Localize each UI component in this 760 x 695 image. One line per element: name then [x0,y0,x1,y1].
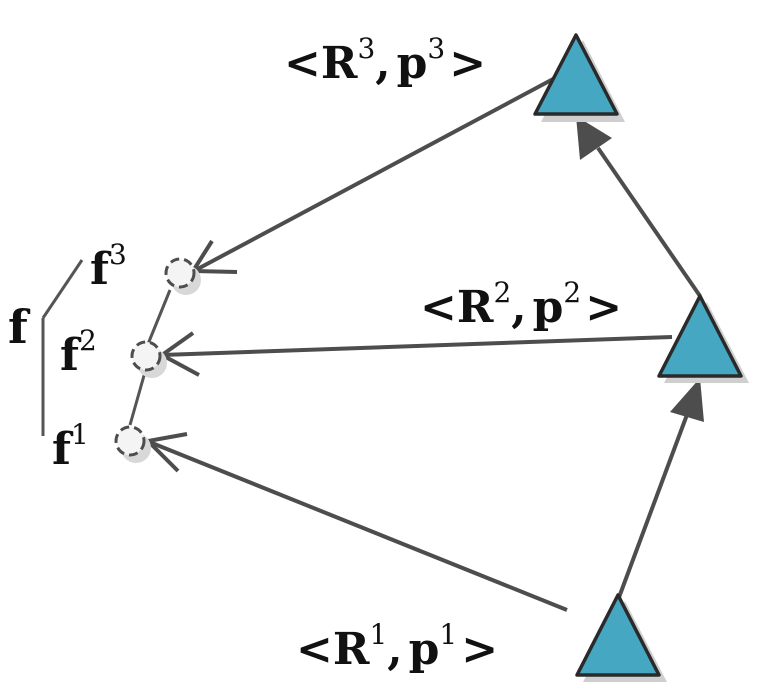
pose-to-feature-arrows [143,76,673,612]
tree-line-f-to-f3 [41,259,84,319]
pose-label-1: <R1,p1> [296,618,498,675]
feature-labels: f f3 f2 f1 [8,238,127,475]
arrow-pose2-to-f2 [161,335,673,357]
arrow-pose1-to-f1-head [143,432,188,473]
arrow-pose1-to-f1 [146,439,568,612]
pose-label-3: <R3,p3> [284,32,486,89]
pose-triangles [533,33,749,682]
pose-labels: <R3,p3> <R2,p2> <R1,p1> [284,32,622,675]
triangle-pose-3 [533,33,619,116]
arrow-pose3-to-f3 [191,76,556,274]
feature-label-1: f1 [52,418,89,475]
arrow-pose1-to-pose2-head [670,378,704,422]
feature-tree [41,259,172,436]
pose-label-2: <R2,p2> [420,276,622,333]
feature-label-3: f3 [90,238,127,295]
pose-chain-arrows [576,116,704,601]
feature-label-2: f2 [60,324,97,381]
triangle-pose-2 [657,294,743,378]
arrow-pose2-to-pose3-head [576,116,612,160]
arrow-pose1-to-pose2 [616,411,690,601]
feature-root-label: f [8,300,31,354]
feature-nodes [114,257,201,463]
arrow-pose2-to-pose3 [596,146,702,298]
node-f2 [130,340,162,372]
node-f3 [164,257,196,289]
tree-line-f2-to-f3 [146,289,172,345]
tree-line-f1-to-f2 [128,371,147,426]
triangle-pose-1 [575,593,661,677]
node-f1 [114,425,146,457]
